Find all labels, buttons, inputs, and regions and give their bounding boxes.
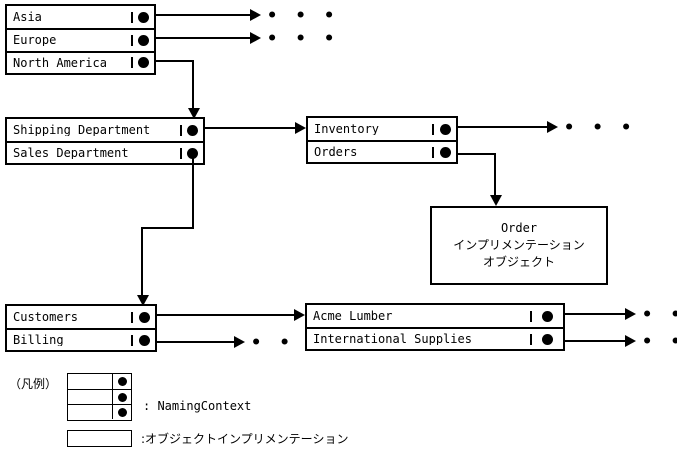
binding-dot-icon [138,57,149,69]
binding-name-billing: Billing [13,334,64,346]
binding-row-shipping-department[interactable]: Shipping Department [7,119,203,141]
binding-dot-acme-lumber [530,310,563,322]
edge-sales-department-arrowhead [137,295,149,306]
impl-line-1: Order [500,221,538,235]
impl-line-3: オブジェクト [482,255,555,269]
binding-row-sales-department[interactable]: Sales Department [7,141,203,163]
ellipsis-international-supplies: • • • [642,332,677,352]
edge-sales-department-v2 [141,227,143,297]
binding-dot-international-supplies [530,333,563,345]
naming-context-shipping[interactable]: Inventory Orders [306,116,458,164]
edge-customers-arrowhead [294,309,305,321]
naming-context-north-america[interactable]: Shipping Department Sales Department [5,117,205,165]
binding-dot-icon [138,34,149,46]
binding-dot-icon [439,123,451,135]
binding-dot-billing [131,334,155,346]
binding-name-europe: Europe [13,34,57,47]
binding-dot-icon [439,146,451,158]
binding-dot-icon [187,124,198,136]
binding-dot-icon [138,11,149,23]
binding-row-customers[interactable]: Customers [7,306,155,328]
edge-asia-arrowhead [250,9,261,21]
legend-entry-object-implementation: :オブジェクトインプリメンテーション [141,432,349,446]
edge-customers [157,314,295,316]
binding-dot-icon [542,310,553,322]
edge-acme-lumber [565,313,626,315]
binding-name-international-supplies: International Supplies [313,333,472,345]
binding-dot-customers [131,311,155,323]
legend-entry-naming-context: : NamingContext [143,399,252,413]
ellipsis-asia: • • • [267,6,339,26]
ellipsis-europe: • • • [267,29,339,49]
edge-billing [157,341,235,343]
ellipsis-billing: • • • [251,333,323,353]
binding-dot-icon [117,392,127,402]
binding-name-customers: Customers [13,311,79,323]
binding-dot-inventory [432,123,456,135]
legend-symbol-row [68,389,131,404]
binding-name-inventory: Inventory [314,123,380,135]
binding-row-europe[interactable]: Europe [7,28,154,51]
binding-dot-europe [131,34,154,46]
edge-europe [156,37,251,39]
binding-row-orders[interactable]: Orders [308,140,456,162]
edge-billing-arrowhead [234,336,245,348]
edge-orders-arrowhead [490,195,502,206]
binding-row-acme-lumber[interactable]: Acme Lumber [307,305,563,327]
edge-north-america-h [156,60,194,62]
legend-symbol-dot-cell [112,374,131,389]
ellipsis-inventory: • • • [564,118,636,138]
binding-dot-icon [117,407,127,417]
edge-shipping-department [205,127,296,129]
binding-name-acme-lumber: Acme Lumber [313,310,393,322]
binding-dot-north-america [131,57,154,69]
binding-row-international-supplies[interactable]: International Supplies [307,327,563,349]
binding-dot-sales-department [180,147,203,159]
binding-name-north-america: North America [13,56,107,69]
legend-symbol-row [68,404,131,419]
binding-name-orders: Orders [314,146,358,158]
binding-row-asia[interactable]: Asia [7,6,154,29]
legend-object-implementation-symbol [67,430,132,447]
naming-context-sales[interactable]: Customers Billing [5,304,157,352]
binding-name-shipping-department: Shipping Department [13,124,151,136]
edge-north-america-v [192,60,194,110]
legend-naming-context-symbol [67,373,132,421]
binding-dot-shipping-department [180,124,203,136]
impl-line-2: インプリメンテーション [453,238,585,252]
edge-orders-h [458,153,496,155]
edge-north-america-arrowhead [188,108,200,119]
naming-context-root[interactable]: Asia Europe North America [5,4,156,75]
binding-dot-icon [117,377,127,386]
binding-dot-icon [138,334,150,346]
ellipsis-acme-lumber: • • • [642,305,677,325]
binding-dot-icon [138,311,150,323]
binding-name-sales-department: Sales Department [13,147,129,159]
edge-international-supplies-arrowhead [625,335,636,347]
edge-europe-arrowhead [250,32,261,44]
binding-name-asia: Asia [13,11,42,24]
binding-dot-orders [432,146,456,158]
binding-row-inventory[interactable]: Inventory [308,118,456,140]
legend-symbol-dot-cell [112,405,131,419]
binding-dot-asia [131,11,154,23]
legend-title: （凡例） [9,377,58,391]
binding-dot-icon [187,147,198,159]
binding-row-billing[interactable]: Billing [7,328,155,350]
legend-symbol-row [68,374,131,389]
edge-sales-department-v1 [192,155,194,229]
edge-orders-v [494,153,496,196]
edge-international-supplies [565,340,626,342]
legend-symbol-dot-cell [112,390,131,404]
object-implementation-order[interactable]: Order インプリメンテーション オブジェクト [430,206,608,285]
edge-inventory-arrowhead [547,121,558,133]
naming-context-customers[interactable]: Acme Lumber International Supplies [305,303,565,351]
edge-asia [156,14,251,16]
edge-inventory [458,126,548,128]
binding-row-north-america[interactable]: North America [7,50,154,73]
binding-dot-icon [542,333,553,345]
edge-shipping-department-arrowhead [295,122,306,134]
edge-acme-lumber-arrowhead [625,308,636,320]
edge-sales-department-h [141,227,194,229]
